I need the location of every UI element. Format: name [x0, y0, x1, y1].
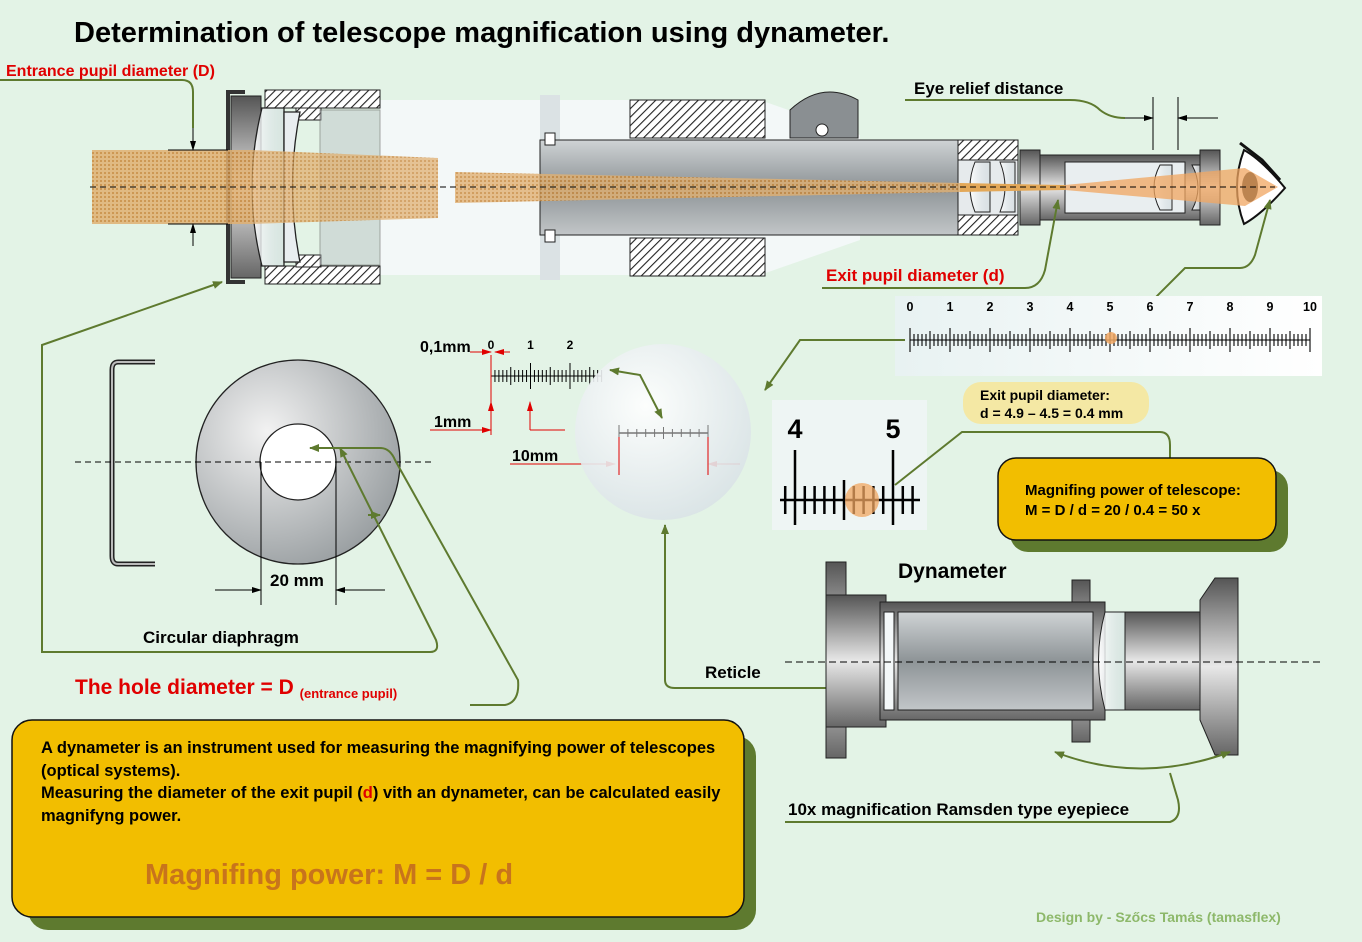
dim-1mm-label: 1mm: [434, 414, 471, 431]
reticle-leader: [661, 524, 889, 692]
credit-text: Design by - Szőcs Tamás (tamasflex): [1036, 909, 1281, 925]
circular-diaphragm-drawing: [41, 281, 520, 706]
hole-diameter-label: The hole diameter = D (entrance pupil): [75, 676, 397, 701]
zoom-exit-pupil-spot: [845, 483, 879, 517]
exit-pupil-note-box: [963, 382, 1149, 424]
scale-leader: [764, 339, 905, 391]
zoom-scale-label: 4: [787, 414, 802, 444]
big-scale-label: 3: [1027, 300, 1034, 314]
eyepiece-leader: [785, 772, 1180, 823]
info-box: [11, 719, 745, 918]
exit-pupil-note-line2: d = 4.9 – 4.5 = 0.4 mm: [980, 405, 1123, 421]
magnification-note-box: [997, 457, 1277, 541]
small-scale-label: 2: [567, 338, 574, 352]
zoom-scale-label: 5: [885, 414, 900, 444]
exit-pupil-label: Exit pupil diameter (d): [826, 266, 1005, 285]
info-formula: Magnifing power: M = D / d: [145, 859, 513, 891]
big-scale: 0 1 2 3 4 5 6 7 8 9 10: [907, 300, 1317, 352]
big-scale-label: 2: [987, 300, 994, 314]
info-paragraph-2: Measuring the diameter of the exit pupil…: [41, 784, 721, 825]
circular-diaphragm-label: Circular diaphragm: [143, 628, 299, 647]
dynameter-drawing: [825, 561, 1239, 759]
entrance-pupil-dimension: [0, 79, 228, 246]
dim-10mm-label: 10mm: [512, 448, 558, 465]
big-scale-label: 1: [947, 300, 954, 314]
page-title: Determination of telescope magnification…: [74, 17, 889, 49]
info-box-text: A dynameter is an instrument used for me…: [41, 737, 731, 827]
eye-to-scale-leader: [1119, 199, 1272, 334]
exit-pupil-leader: [822, 199, 1061, 289]
big-scale-label: 7: [1187, 300, 1194, 314]
dim-01mm-label: 0,1mm: [420, 339, 471, 356]
big-scale-label: 10: [1303, 300, 1317, 314]
small-scale: 0 1 2: [488, 338, 603, 389]
info-d-highlight: d: [362, 784, 373, 802]
magnification-note-line1: Magnifing power of telescope:: [1025, 482, 1241, 499]
reticle-label: Reticle: [705, 663, 761, 682]
small-scale-label: 0: [488, 338, 495, 352]
big-scale-label: 9: [1267, 300, 1274, 314]
big-scale-label: 4: [1067, 300, 1074, 314]
small-scale-leader: [609, 367, 663, 419]
dynameter-title: Dynameter: [898, 560, 1007, 583]
diaphragm-size-label: 20 mm: [270, 571, 324, 590]
entrance-pupil-label: Entrance pupil diameter (D): [6, 63, 215, 80]
eyepiece-label: 10x magnification Ramsden type eyepiece: [788, 800, 1129, 819]
eye-relief-label: Eye relief distance: [914, 79, 1063, 98]
small-scale-label: 1: [527, 338, 534, 352]
magnification-note-line2: M = D / d = 20 / 0.4 = 50 x: [1025, 502, 1201, 519]
eye-relief-dimension: [905, 97, 1218, 150]
zoom-note-leader: [894, 431, 1174, 486]
big-scale-label: 5: [1107, 300, 1114, 314]
eyepiece-bracket-arc: [1054, 751, 1231, 770]
info-paragraph-1: A dynameter is an instrument used for me…: [41, 739, 716, 780]
big-scale-label: 0: [907, 300, 914, 314]
exit-pupil-note-line1: Exit pupil diameter:: [980, 387, 1110, 403]
big-scale-label: 6: [1147, 300, 1154, 314]
exit-pupil-spot: [1105, 332, 1117, 344]
big-scale-label: 8: [1227, 300, 1234, 314]
